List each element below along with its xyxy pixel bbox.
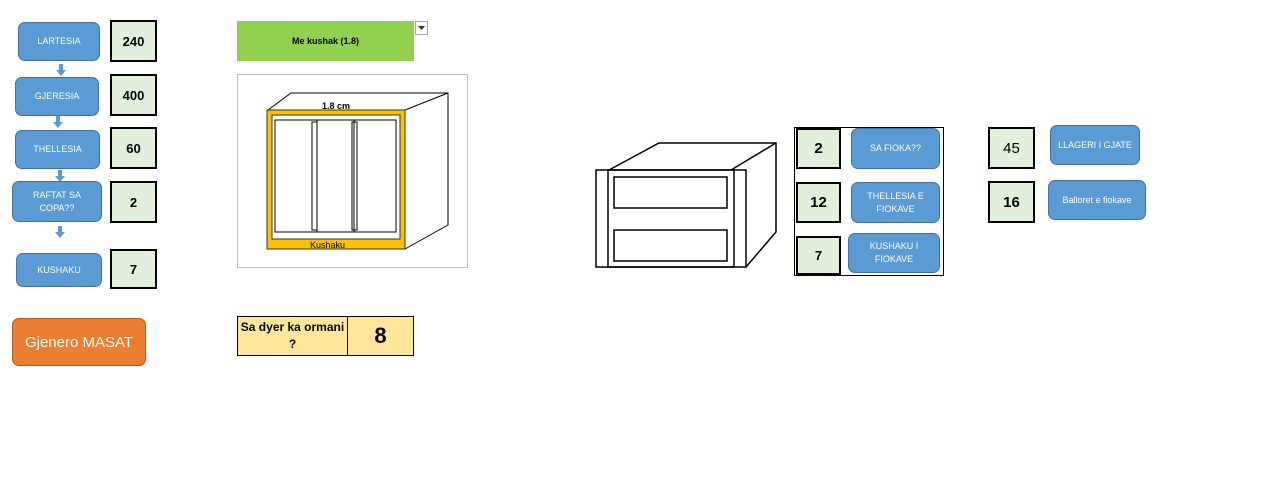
generate-masat-button[interactable]: Gjenero MASAT [12,318,146,366]
drawers-panel [794,127,944,276]
lartesia-value[interactable]: 240 [110,20,157,62]
kushaku-button[interactable]: KUSHAKU [16,253,102,287]
raftat-value[interactable]: 2 [110,181,157,223]
gjeresia-value[interactable]: 400 [110,74,157,116]
llageri-value[interactable]: 45 [988,127,1035,169]
kushaku-value[interactable]: 7 [110,249,157,289]
thellesia-fiokave-value[interactable]: 12 [796,182,841,223]
arrow-down-icon [55,64,67,76]
balloret-fiokave-button[interactable]: Balloret e fiokave [1048,180,1146,220]
arrow-down-icon [52,116,64,128]
kushaku-fiokave-value[interactable]: 7 [796,236,841,275]
kushak-dropdown[interactable]: Me kushak (1.8) [237,21,414,61]
doors-value[interactable]: 8 [347,316,414,356]
gjeresia-button[interactable]: GJERESIA [15,77,99,116]
doors-question-label: Sa dyer ka ormani ? [237,316,348,356]
cabinet-diagram: 1.8 cm Kushaku [237,74,468,268]
kushaku-bottom-label: Kushaku [310,240,346,250]
thellesia-button[interactable]: THELLESIA [15,130,100,169]
llageri-gjate-button[interactable]: LLAGERI I GJATE [1050,125,1140,165]
sa-fioka-value[interactable]: 2 [796,128,841,169]
kushaku-fiokave-button[interactable]: KUSHAKU I FIOKAVE [848,233,940,273]
sa-fioka-button[interactable]: SA FIOKA?? [851,128,940,169]
thellesia-value[interactable]: 60 [110,127,157,169]
thellesia-fiokave-button[interactable]: THELLESIA E FIOKAVE [851,182,940,223]
lartesia-button[interactable]: LARTESIA [18,22,100,61]
balloret-value[interactable]: 16 [988,181,1035,223]
arrow-down-icon [54,226,66,238]
dropdown-arrow-icon[interactable] [415,21,428,35]
arrow-down-icon [54,170,66,182]
drawer-diagram [595,140,780,270]
raftat-button[interactable]: RAFTAT SA COPA?? [12,181,102,222]
kushak-top-label: 1.8 cm [322,101,351,111]
